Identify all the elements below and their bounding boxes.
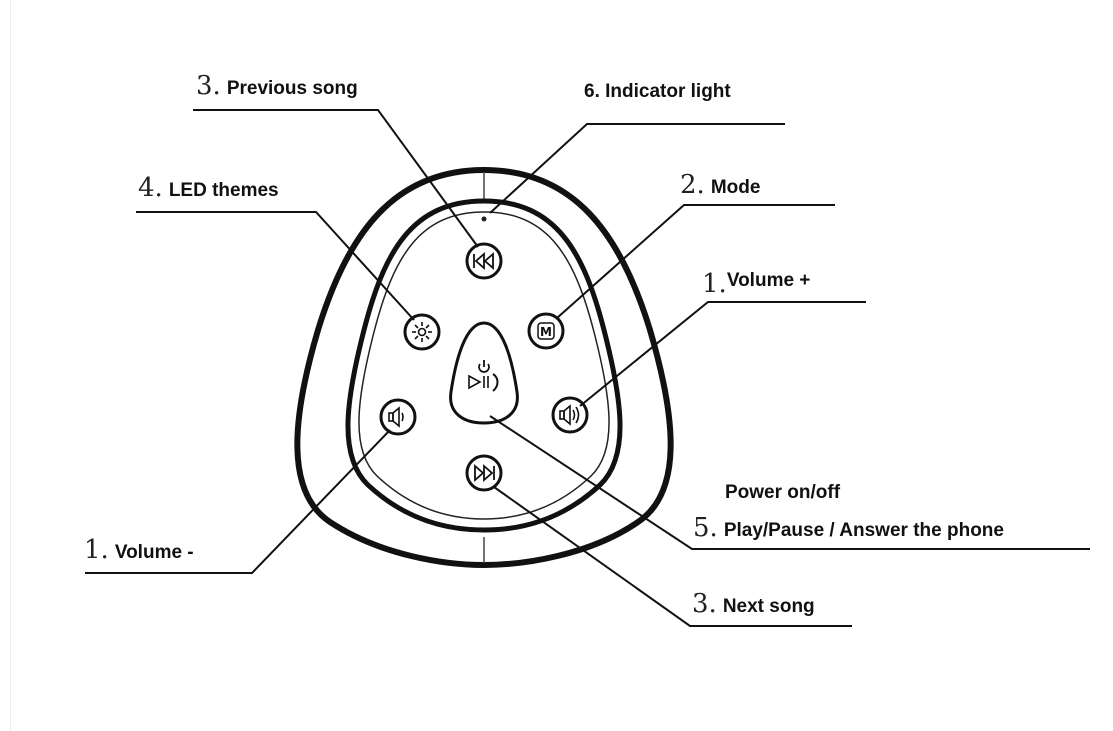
power-icon	[478, 360, 490, 373]
label-play-pause-number: 5.	[693, 513, 718, 543]
label-next-song: 3.Next song	[692, 589, 815, 619]
label-indicator-light: 6. Indicator light	[584, 80, 731, 104]
control-panel-outer-rim	[345, 198, 623, 533]
previous-song-button[interactable]	[465, 242, 503, 280]
label-volume-plus-number: 1.	[702, 269, 727, 299]
page-edge-line	[10, 0, 11, 731]
label-volume-plus: 1.Volume +	[702, 266, 811, 297]
play-pause-icon	[468, 374, 489, 390]
mode-button[interactable]: M	[527, 312, 565, 350]
label-indicator-light-text: 6. Indicator light	[584, 81, 731, 102]
label-previous-song: 3.Previous song	[196, 71, 358, 101]
indicator-light-dot	[481, 216, 487, 222]
previous-track-icon	[473, 252, 494, 270]
leader-led-themes	[136, 211, 415, 321]
leader-volume-minus	[85, 429, 391, 574]
next-song-button[interactable]	[465, 454, 503, 492]
label-led-themes-text: LED themes	[168, 180, 279, 201]
label-previous-song-number: 3.	[196, 71, 221, 101]
label-play-pause-text: Play/Pause / Answer the phone	[723, 520, 1004, 541]
label-next-song-text: Next song	[722, 596, 815, 617]
led-themes-button[interactable]	[403, 313, 441, 351]
label-previous-song-text: Previous song	[226, 78, 358, 99]
volume-up-icon	[559, 404, 580, 426]
label-volume-plus-text: Volume +	[726, 270, 811, 291]
label-play-pause: 5.Play/Pause / Answer the phone	[693, 513, 1004, 543]
label-led-themes-number: 4.	[138, 173, 163, 203]
leader-mode	[556, 204, 835, 319]
label-volume-minus-text: Volume -	[114, 542, 194, 563]
control-panel-inner-rim	[358, 211, 610, 520]
next-track-icon	[474, 464, 495, 482]
label-volume-minus: 1.Volume -	[84, 535, 194, 565]
mode-m-icon	[537, 322, 555, 340]
volume-plus-button[interactable]	[551, 396, 589, 434]
leader-play-pause	[489, 415, 1090, 550]
leader-previous-song	[193, 109, 479, 248]
leader-volume-plus	[579, 301, 866, 407]
volume-minus-button[interactable]	[379, 398, 417, 436]
leader-indicator-light	[489, 123, 785, 214]
label-mode: 2.Mode	[680, 170, 761, 200]
label-led-themes: 4.LED themes	[138, 173, 279, 203]
label-mode-number: 2.	[680, 170, 705, 200]
label-next-song-number: 3.	[692, 589, 717, 619]
play-pause-button[interactable]	[449, 321, 519, 425]
volume-down-icon	[388, 406, 404, 428]
label-power: Power on/off	[725, 481, 840, 505]
mode-glyph: M	[540, 325, 552, 339]
phone-icon	[492, 373, 499, 392]
label-mode-text: Mode	[710, 177, 761, 198]
label-volume-minus-number: 1.	[84, 535, 109, 565]
led-sun-icon	[412, 322, 432, 342]
label-power-text: Power on/off	[725, 482, 841, 503]
leader-next-song	[493, 486, 852, 627]
